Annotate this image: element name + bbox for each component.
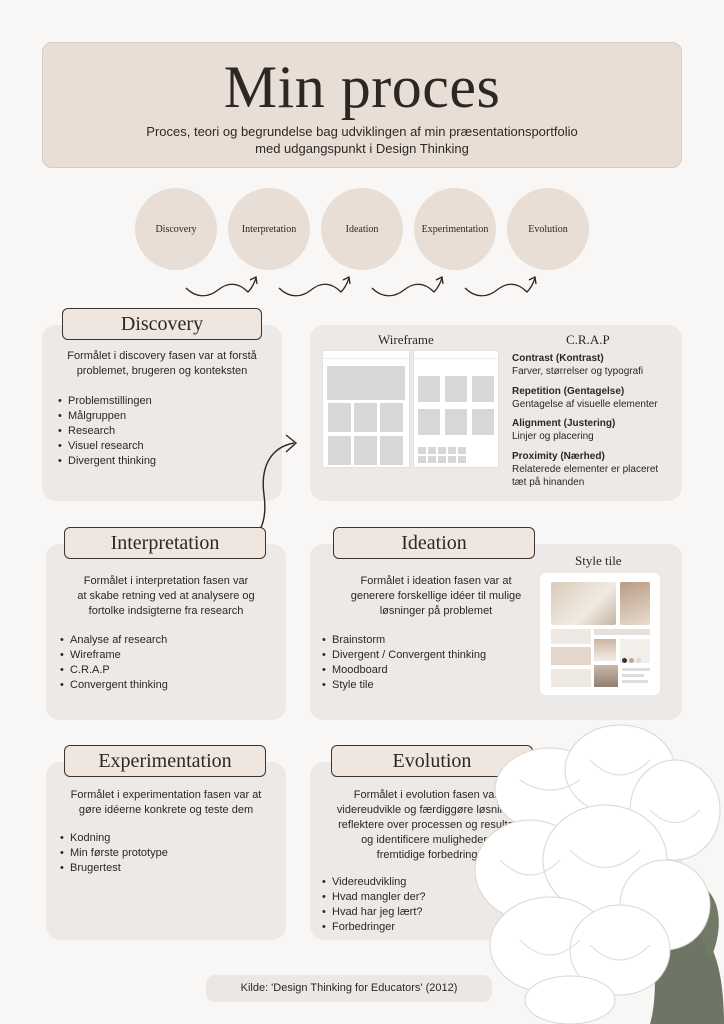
ideation-list: Brainstorm Divergent / Convergent thinki… — [322, 633, 486, 693]
list-item: Research — [58, 424, 156, 439]
list-item: Divergent thinking — [58, 454, 156, 469]
crap-alignment: Alignment (Justering)Linjer og placering — [512, 418, 616, 442]
style-tile-title: Style tile — [575, 553, 622, 568]
style-tile-image — [540, 573, 660, 695]
list-item: Brugertest — [60, 861, 168, 876]
wireframe-mock-gallery — [413, 350, 499, 468]
list-item: Brainstorm — [322, 633, 486, 648]
wireframe-title: Wireframe — [378, 332, 434, 347]
list-item: Divergent / Convergent thinking — [322, 648, 486, 663]
curved-arrow-icon — [278, 276, 351, 297]
list-item: Videreudvikling — [322, 875, 426, 890]
header-banner: Min proces Proces, teori og begrundelse … — [42, 42, 682, 168]
crap-proximity: Proximity (Nærhed)Relaterede elementer e… — [512, 451, 659, 488]
interpretation-title: Interpretation — [64, 527, 266, 559]
phase-circle-discovery: Discovery — [135, 188, 217, 270]
interpretation-card — [46, 544, 286, 720]
list-item: C.R.A.P — [60, 663, 168, 678]
phase-circle-interpretation: Interpretation — [228, 188, 310, 270]
page-subtitle: Proces, teori og begrundelse bag udvikli… — [146, 124, 578, 156]
discovery-description: Formålet i discovery fasen var at forstå… — [67, 350, 257, 377]
list-item: Problemstillingen — [58, 394, 156, 409]
crap-title: C.R.A.P — [566, 332, 610, 347]
page-title: Min proces — [223, 54, 501, 120]
interpretation-list: Analyse af research Wireframe C.R.A.P Co… — [60, 633, 168, 693]
list-item: Min første prototype — [60, 846, 168, 861]
evolution-title: Evolution — [331, 745, 533, 777]
list-item: Kodning — [60, 831, 168, 846]
list-item: Convergent thinking — [60, 678, 168, 693]
experimentation-title: Experimentation — [64, 745, 266, 777]
list-item: Moodboard — [322, 663, 486, 678]
list-item: Analyse af research — [60, 633, 168, 648]
source-citation: Kilde: 'Design Thinking for Educators' (… — [206, 975, 492, 1002]
curved-arrow-icon — [371, 276, 444, 297]
list-item: Wireframe — [60, 648, 168, 663]
discovery-list: Problemstillingen Målgruppen Research Vi… — [58, 394, 156, 469]
list-item: Style tile — [322, 678, 486, 693]
list-item: Hvad mangler der? — [322, 890, 426, 905]
crap-contrast: Contrast (Kontrast)Farver, størrelser og… — [512, 353, 644, 377]
hydrangea-flower-image — [474, 724, 724, 1024]
discovery-title: Discovery — [62, 308, 262, 340]
list-item: Visuel research — [58, 439, 156, 454]
curved-arrow-icon — [464, 276, 537, 297]
experimentation-list: Kodning Min første prototype Brugertest — [60, 831, 168, 876]
phase-circle-experimentation: Experimentation — [414, 188, 496, 270]
phase-circle-ideation: Ideation — [321, 188, 403, 270]
list-item: Målgruppen — [58, 409, 156, 424]
curved-arrow-icon — [185, 276, 258, 297]
evolution-list: Videreudvikling Hvad mangler der? Hvad h… — [322, 875, 426, 935]
crap-repetition: Repetition (Gentagelse)Gentagelse af vis… — [512, 386, 658, 410]
phase-circle-evolution: Evolution — [507, 188, 589, 270]
list-item: Forbedringer — [322, 920, 426, 935]
ideation-title: Ideation — [333, 527, 535, 559]
wireframe-mock-home — [322, 350, 410, 468]
list-item: Hvad har jeg lært? — [322, 905, 426, 920]
